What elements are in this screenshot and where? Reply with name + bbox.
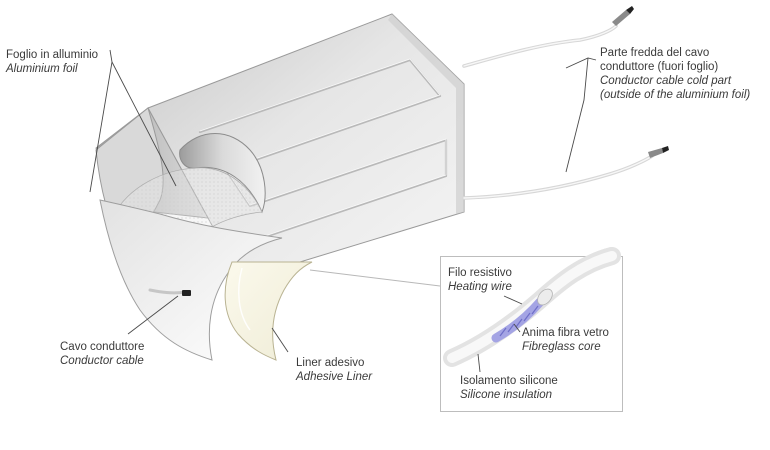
label-cold-part: Parte fredda del cavo conduttore (fuori …	[600, 46, 750, 102]
cold-cable-lower	[462, 154, 654, 200]
cable-tip-upper	[612, 10, 630, 26]
leader-lines	[89, 49, 597, 353]
cable-tip-lower	[648, 148, 663, 158]
label-heating-wire-en: Heating wire	[448, 281, 512, 293]
label-heating-wire-it: Filo resistivo	[448, 267, 512, 279]
label-aluminium-foil: Foglio in alluminio Aluminium foil	[6, 48, 98, 76]
label-fibreglass-core-it: Anima fibra vetro	[522, 327, 609, 339]
label-cold-part-it-2: conduttore (fuori foglio)	[600, 61, 719, 73]
label-aluminium-foil-en: Aluminium foil	[6, 63, 78, 75]
label-silicone-insulation: Isolamento silicone Silicone insulation	[460, 374, 558, 402]
label-fibreglass-core-en: Fibreglass core	[522, 341, 601, 353]
label-adhesive-liner: Liner adesivo Adhesive Liner	[296, 356, 372, 384]
label-conductor-cable-en: Conductor cable	[60, 355, 144, 367]
label-heating-wire: Filo resistivo Heating wire	[448, 266, 512, 294]
cable-joint-marker	[182, 290, 191, 296]
label-cold-part-it-1: Parte fredda del cavo	[600, 47, 710, 59]
peeled-foil-sheet	[99, 199, 283, 361]
label-adhesive-liner-it: Liner adesivo	[296, 357, 365, 369]
label-conductor-cable-it: Cavo conduttore	[60, 341, 145, 353]
label-cold-part-en-1: Conductor cable cold part	[600, 75, 732, 87]
label-fibreglass-core: Anima fibra vetro Fibreglass core	[522, 326, 609, 354]
label-silicone-insulation-en: Silicone insulation	[460, 389, 553, 401]
label-adhesive-liner-en: Adhesive Liner	[296, 371, 373, 383]
label-cold-part-en-2: (outside of the aluminium foil)	[600, 89, 751, 101]
label-conductor-cable: Cavo conduttore Conductor cable	[60, 340, 144, 368]
label-aluminium-foil-it: Foglio in alluminio	[6, 49, 99, 61]
adhesive-liner	[224, 261, 313, 361]
label-silicone-insulation-it: Isolamento silicone	[460, 375, 558, 387]
